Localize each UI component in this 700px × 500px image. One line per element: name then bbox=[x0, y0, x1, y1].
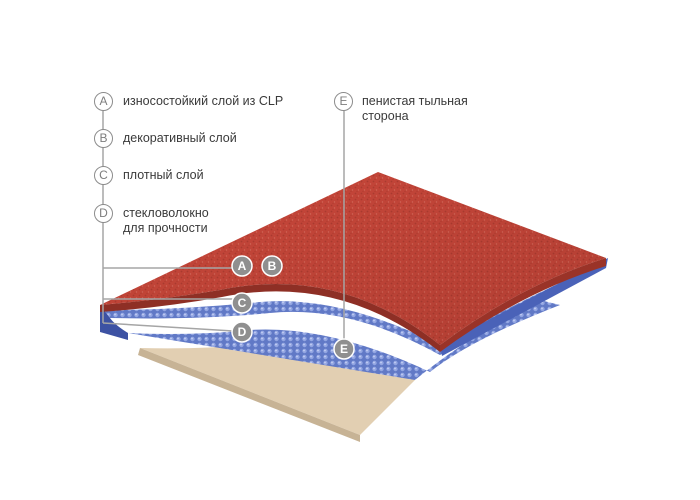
legend-circle-c: C bbox=[94, 166, 113, 185]
legend-circle-a: A bbox=[94, 92, 113, 111]
svg-text:C: C bbox=[238, 296, 247, 310]
svg-text:B: B bbox=[268, 259, 277, 273]
blue-layer-edge bbox=[100, 305, 128, 340]
top-wear-layer-shade bbox=[100, 172, 606, 345]
marker-c: C bbox=[231, 292, 253, 314]
legend-label-d-line1: стекловолокно bbox=[123, 206, 209, 220]
legend-circle-b: B bbox=[94, 129, 113, 148]
top-wear-layer-edge bbox=[100, 284, 440, 352]
top-wear-right-edge bbox=[440, 258, 606, 352]
legend-label-e-line1: пенистая тыльная bbox=[362, 94, 468, 108]
fiberglass-layer bbox=[128, 300, 560, 380]
marker-d: D bbox=[231, 321, 253, 343]
svg-text:D: D bbox=[238, 325, 247, 339]
legend-label-c: плотный слой bbox=[123, 168, 204, 182]
legend-circle-e: E bbox=[334, 92, 353, 111]
svg-text:E: E bbox=[340, 342, 348, 356]
legend-label-b: декоративный слой bbox=[123, 131, 237, 145]
legend-label-a: износостойкий слой из CLP bbox=[123, 94, 284, 108]
blue-layer-right-edge bbox=[440, 258, 608, 356]
legend-circle-d: D bbox=[94, 204, 113, 223]
legend-label-d-line2: для прочности bbox=[123, 221, 208, 235]
marker-b: B bbox=[261, 255, 283, 277]
marker-a: A bbox=[231, 255, 253, 277]
foam-backing-edge bbox=[138, 348, 360, 442]
marker-e: E bbox=[333, 338, 355, 360]
svg-text:A: A bbox=[238, 259, 247, 273]
legend-label-e-line2: сторона bbox=[362, 109, 409, 123]
